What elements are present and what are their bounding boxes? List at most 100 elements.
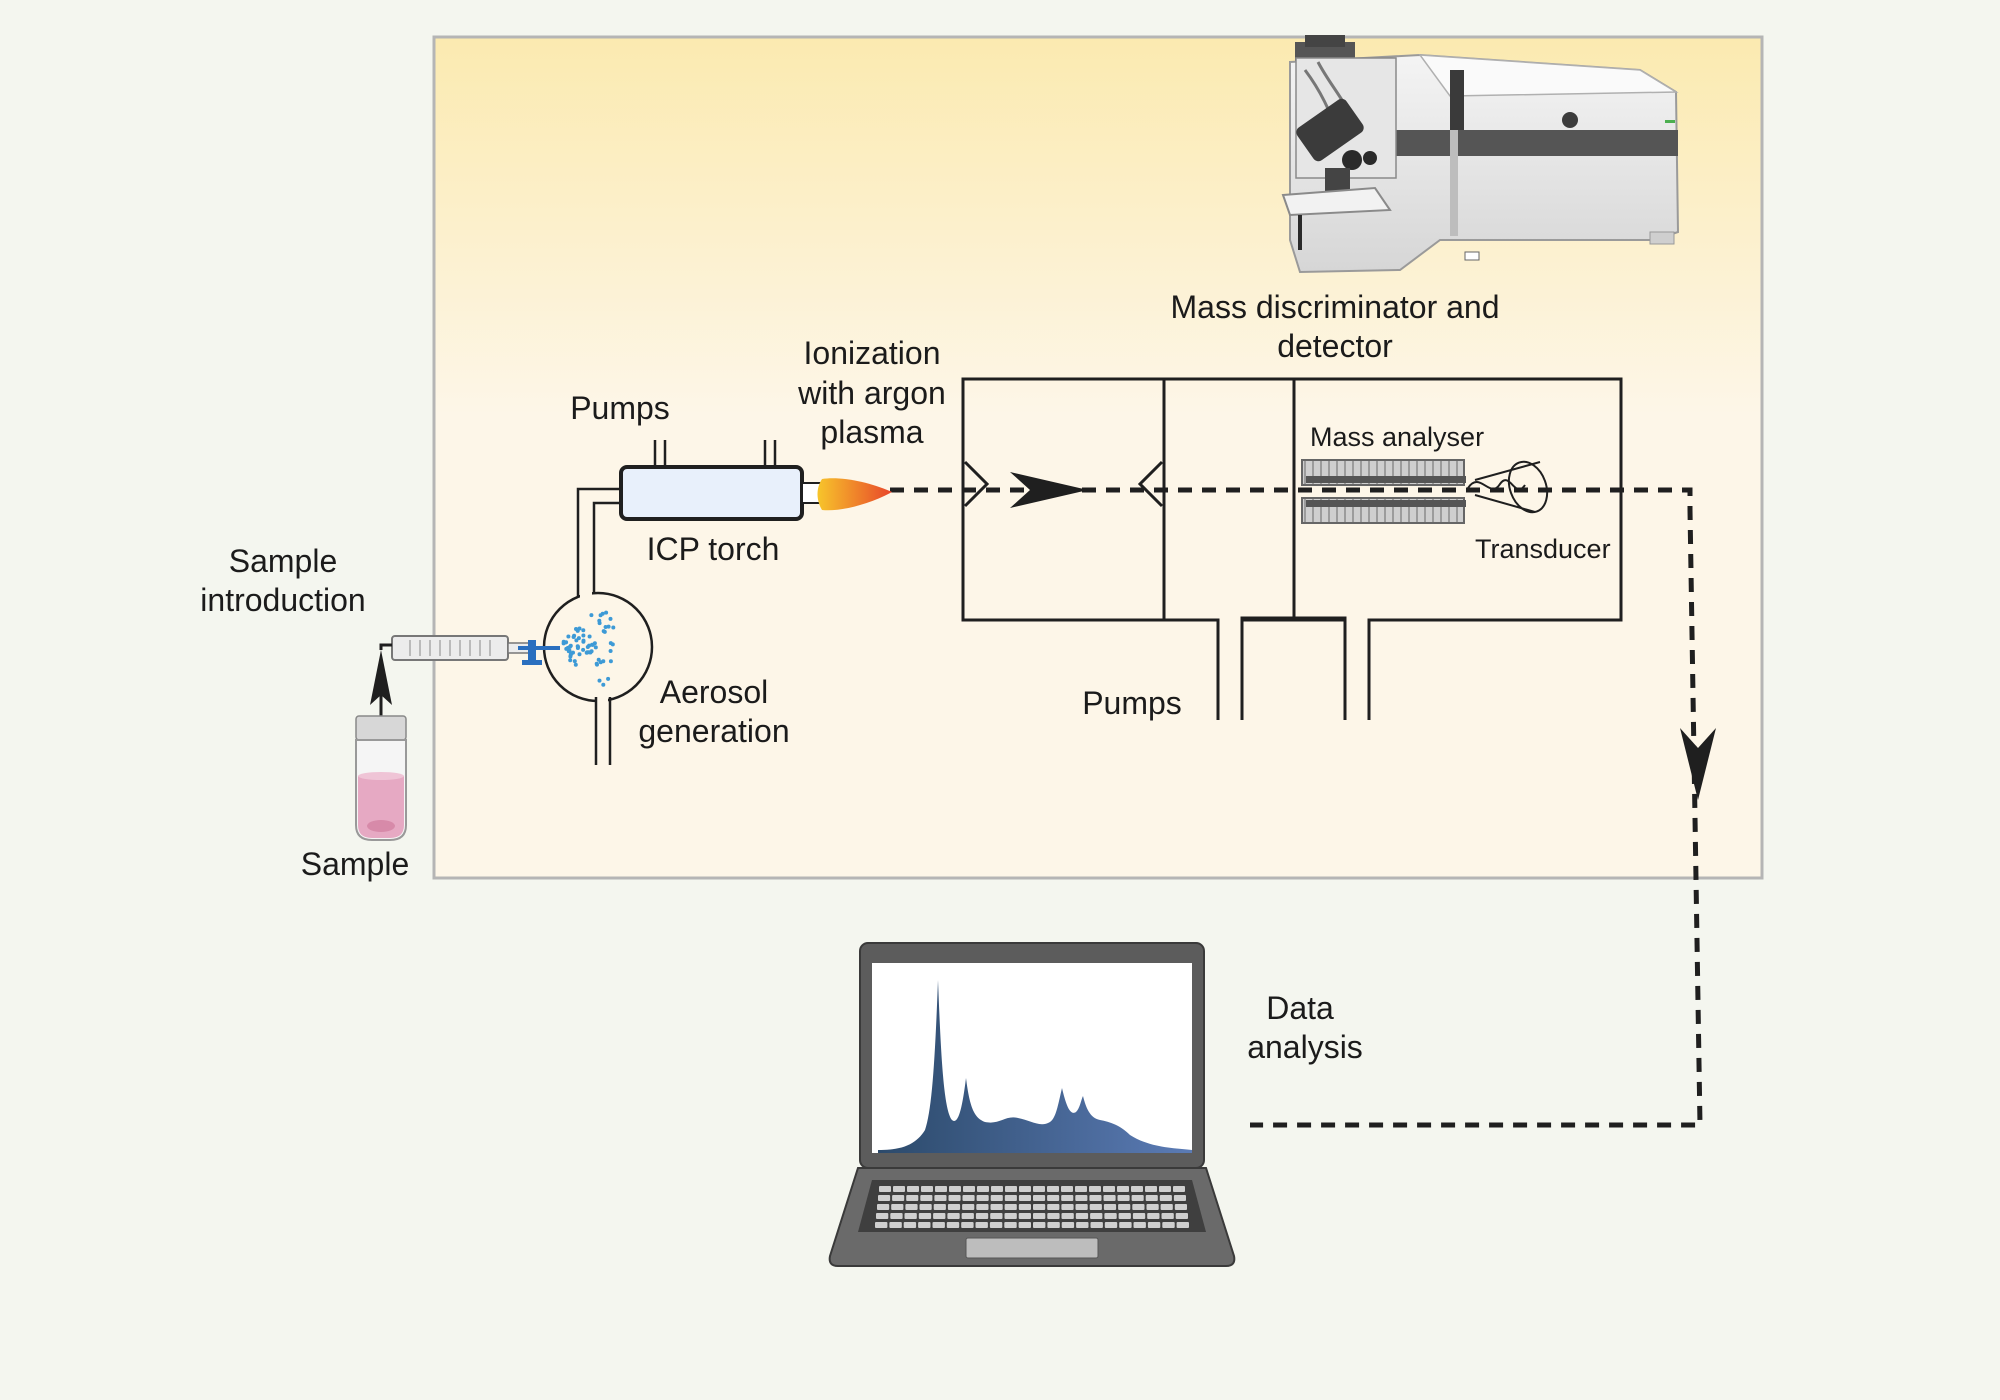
mass-discriminator-label-line2: detector (1277, 328, 1393, 364)
aerosol-droplet (603, 625, 608, 629)
keyboard-key (1061, 1222, 1075, 1228)
ion-beam-arrowhead (1010, 472, 1088, 508)
keyboard-key (1118, 1213, 1131, 1219)
keyboard-key (1047, 1195, 1060, 1201)
keyboard-key (905, 1204, 918, 1210)
keyboard-key (947, 1204, 961, 1210)
aerosol-droplet (606, 676, 611, 681)
keyboard-key (1004, 1195, 1017, 1201)
keyboard-key (933, 1213, 946, 1219)
keyboard-key (990, 1204, 1003, 1210)
keyboard-key (1004, 1222, 1017, 1228)
keyboard-key (1005, 1186, 1017, 1192)
keyboard-key (907, 1186, 919, 1192)
keyboard-key (1119, 1222, 1132, 1228)
keyboard-key (989, 1222, 1003, 1228)
keyboard-key (1175, 1213, 1188, 1219)
keyboard-key (1075, 1213, 1089, 1219)
aerosol-droplet (581, 647, 586, 652)
aerosol-droplet (587, 634, 592, 639)
keyboard-key (1104, 1222, 1118, 1228)
keyboard-key (1103, 1195, 1116, 1201)
syringe-icon (391, 635, 560, 665)
mass-discriminator-chamber (961, 377, 1623, 622)
keyboard-key (1089, 1204, 1102, 1210)
laptop-icon (828, 942, 1236, 1267)
data-analysis-label-line1: Data (1266, 990, 1334, 1026)
keyboard-key (875, 1222, 888, 1228)
keyboard-key (948, 1195, 961, 1201)
keyboard-key (976, 1195, 989, 1201)
keyboard-key (921, 1186, 933, 1192)
keyboard-key (935, 1186, 947, 1192)
keyboard-key (1147, 1213, 1160, 1219)
transducer-label: Transducer (1475, 534, 1611, 564)
aerosol-droplet (575, 628, 580, 633)
keyboard-key (877, 1204, 890, 1210)
keyboard-key (1173, 1195, 1186, 1201)
keyboard-key (890, 1213, 903, 1219)
aerosol-droplet (573, 662, 578, 667)
keyboard-key (1159, 1195, 1172, 1201)
keyboard-key (947, 1213, 960, 1219)
keyboard-key (949, 1186, 961, 1192)
keyboard-key (920, 1195, 933, 1201)
aerosol-droplet (576, 645, 580, 649)
transducer-icon (1467, 460, 1549, 514)
keyboard-key (1132, 1213, 1146, 1219)
keyboard-key (1061, 1186, 1073, 1192)
aerosol-droplet (600, 611, 605, 616)
aerosol-droplet (585, 645, 590, 649)
keyboard-key (1047, 1204, 1060, 1210)
aerosol-droplet (581, 628, 586, 633)
spray-chamber-icon (542, 591, 654, 765)
keyboard-key (946, 1222, 960, 1228)
aerosol-droplet (597, 678, 602, 683)
aerosol-droplet (593, 645, 598, 650)
keyboard-key (1019, 1186, 1031, 1192)
aerosol-droplet (572, 659, 577, 664)
keyboard-key (1147, 1222, 1161, 1228)
aerosol-droplet (581, 633, 586, 638)
data-analysis-label-line2: analysis (1247, 1029, 1363, 1065)
keyboard-key (1075, 1186, 1087, 1192)
pump-ports-bottom (1164, 616, 1621, 720)
aerosol-droplet (604, 610, 609, 615)
keyboard-key (1132, 1204, 1145, 1210)
keyboard-key (893, 1186, 905, 1192)
keyboard-key (1004, 1204, 1017, 1210)
keyboard-key (1103, 1186, 1115, 1192)
keyboard-key (1176, 1222, 1189, 1228)
aerosol-droplet (567, 648, 572, 653)
keyboard-key (1018, 1222, 1031, 1228)
keyboard-key (1103, 1204, 1117, 1210)
aerosol-droplet (597, 618, 602, 623)
keyboard-key (976, 1204, 989, 1210)
icp-torch-icon (619, 440, 825, 521)
keyboard-key (1117, 1186, 1129, 1192)
keyboard-key (933, 1204, 946, 1210)
keyboard-key (891, 1204, 904, 1210)
aerosol-droplet (576, 636, 581, 641)
ion-beam-path (890, 487, 1703, 1128)
keyboard-key (1089, 1195, 1102, 1201)
keyboard-key (1145, 1186, 1157, 1192)
ionization-label-line3: plasma (820, 414, 923, 450)
keyboard-key (975, 1213, 989, 1219)
aerosol-droplet (606, 624, 611, 629)
plasma-flame-icon (817, 478, 892, 511)
aerosol-droplet (598, 660, 603, 665)
keyboard-key (903, 1222, 917, 1228)
keyboard-key (1131, 1195, 1144, 1201)
keyboard-key (1133, 1222, 1146, 1228)
keyboard-key (961, 1213, 974, 1219)
keyboard-key (991, 1186, 1003, 1192)
keyboard-key (906, 1195, 919, 1201)
mass-analyser-icon (1301, 459, 1466, 524)
keyboard-key (1018, 1195, 1031, 1201)
aerosol-droplet (588, 650, 593, 655)
keyboard-key (1160, 1204, 1173, 1210)
ionization-label-line2: with argon (797, 375, 946, 411)
keyboard-key (1061, 1195, 1074, 1201)
